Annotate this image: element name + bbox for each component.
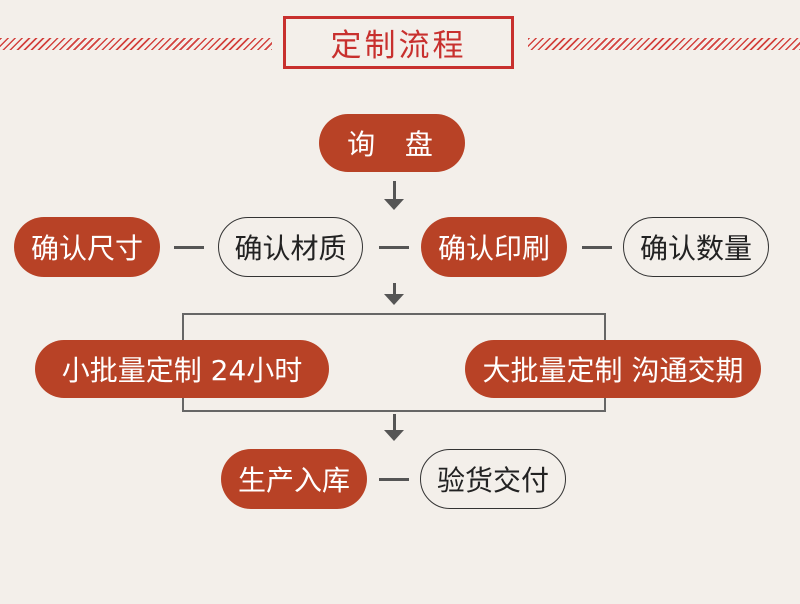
connector-line	[393, 283, 396, 295]
connector-line	[393, 181, 396, 200]
node-inquiry: 询 盘	[319, 114, 465, 172]
connector-line	[393, 414, 396, 431]
node-confirm-quantity: 确认数量	[623, 217, 769, 277]
connector-dash	[379, 246, 409, 249]
connector-dash	[582, 246, 612, 249]
node-large-batch: 大批量定制 沟通交期	[465, 340, 761, 398]
bracket-left-bottom	[182, 396, 184, 411]
bracket-right-top	[604, 313, 606, 341]
title-right-decoration	[528, 38, 800, 50]
page-title: 定制流程	[283, 16, 514, 69]
node-small-batch: 小批量定制 24小时	[35, 340, 329, 398]
connector-dash	[174, 246, 204, 249]
node-confirm-size: 确认尺寸	[14, 217, 160, 277]
bracket-top	[182, 313, 606, 315]
node-confirm-material: 确认材质	[218, 217, 363, 277]
node-confirm-print: 确认印刷	[421, 217, 567, 277]
node-production: 生产入库	[221, 449, 367, 509]
down-arrow-icon	[384, 294, 404, 305]
bracket-right-bottom	[604, 396, 606, 411]
node-inspection: 验货交付	[420, 449, 566, 509]
bracket-left-top	[182, 313, 184, 341]
down-arrow-icon	[384, 430, 404, 441]
bracket-bottom	[182, 410, 606, 412]
connector-dash	[379, 478, 409, 481]
title-left-decoration	[0, 38, 272, 50]
down-arrow-icon	[384, 199, 404, 210]
